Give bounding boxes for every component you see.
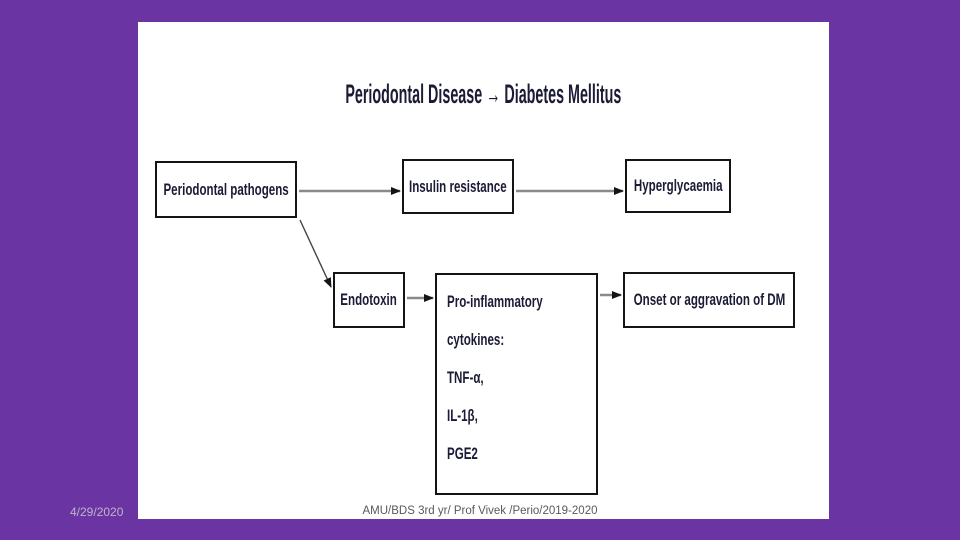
node-hyperglycaemia: Hyperglycaemia: [625, 159, 731, 213]
cytokines-line-4: IL-1β,: [447, 406, 478, 425]
node-insulin-resistance-label: Insulin resistance: [409, 176, 507, 196]
node-onset-label: Onset or aggravation of DM: [633, 290, 785, 309]
slide-title-text: Periodontal Disease → Diabetes Mellitus: [345, 79, 622, 109]
node-onset-or-aggravation-of-dm: Onset or aggravation of DM: [623, 272, 795, 328]
node-insulin-resistance: Insulin resistance: [402, 159, 514, 214]
cytokines-line-1: Pro-inflammatory: [447, 292, 543, 311]
node-hyperglycaemia-label: Hyperglycaemia: [633, 176, 723, 195]
cytokines-line-3: TNF-α,: [447, 368, 484, 387]
footer-date: 4/29/2020: [70, 505, 124, 519]
node-pro-inflammatory-cytokines: Pro-inflammatory cytokines: TNF-α, IL-1β…: [435, 273, 598, 495]
flow-arrows: [299, 187, 624, 302]
footer-credit: AMU/BDS 3rd yr/ Prof Vivek /Perio/2019-2…: [362, 505, 598, 517]
cytokines-line-2: cytokines:: [447, 330, 505, 349]
slide-title: Periodontal Disease → Diabetes Mellitus: [138, 78, 829, 110]
node-endotoxin: Endotoxin: [333, 272, 405, 328]
content-panel: Periodontal Disease → Diabetes Mellitus …: [138, 22, 829, 519]
cytokines-line-5: PGE2: [447, 444, 478, 463]
node-periodontal-pathogens-label: Periodontal pathogens: [163, 179, 289, 199]
node-periodontal-pathogens: Periodontal pathogens: [155, 161, 297, 218]
node-endotoxin-label: Endotoxin: [340, 290, 398, 309]
arrow-pathogens-to-endotoxin: [299, 219, 332, 288]
